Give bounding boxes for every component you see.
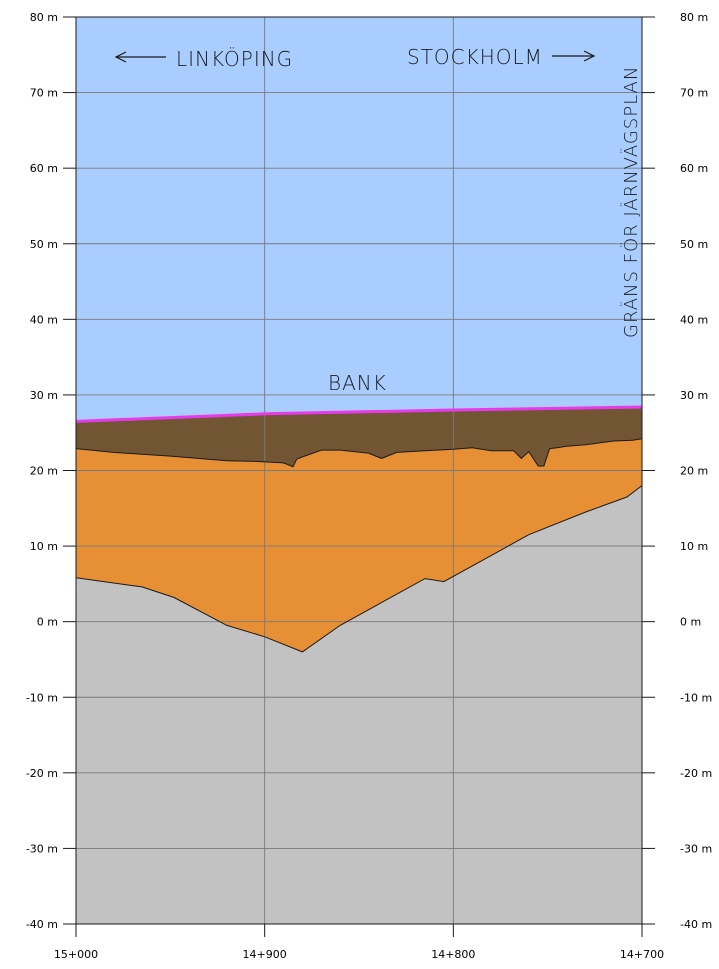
y-tick-label-right: 40 m [680, 313, 708, 326]
rock-layer [76, 485, 642, 924]
y-tick-label-right: 70 m [680, 87, 708, 100]
x-tick-label: 14+700 [620, 948, 664, 961]
boundary-label: GRÄNS FÖR JÄRNVÄGSPLAN [620, 66, 642, 338]
y-tick-label-left: 20 m [30, 465, 58, 478]
y-tick-label-right: 0 m [680, 616, 701, 629]
x-tick-label: 15+000 [54, 948, 98, 961]
arrow-right-icon [552, 50, 596, 62]
y-tick-label-right: 80 m [680, 11, 708, 24]
bank-line [75, 405, 643, 423]
x-tick-label: 14+900 [243, 948, 287, 961]
y-tick-label-right: 10 m [680, 540, 708, 553]
y-tick-label-right: 50 m [680, 238, 708, 251]
y-tick-label-left: 70 m [30, 87, 58, 100]
x-tick-label: 14+800 [431, 948, 475, 961]
y-tick-label-left: 50 m [30, 238, 58, 251]
direction-label-right: STOCKHOLM [407, 45, 543, 69]
y-tick-label-right: 60 m [680, 162, 708, 175]
y-tick-label-left: 30 m [30, 389, 58, 402]
y-tick-label-right: -10 m [680, 691, 712, 704]
y-tick-label-left: 60 m [30, 162, 58, 175]
y-tick-label-left: 0 m [37, 616, 58, 629]
y-tick-label-left: 10 m [30, 540, 58, 553]
y-tick-label-left: 80 m [30, 11, 58, 24]
y-tick-label-right: 30 m [680, 389, 708, 402]
y-tick-label-left: -40 m [26, 918, 58, 931]
bank-label: BANK [328, 371, 387, 395]
direction-label-left: LINKÖPING [176, 47, 293, 71]
y-tick-label-right: 20 m [680, 465, 708, 478]
y-tick-label-left: -20 m [26, 767, 58, 780]
ground-surface-line [75, 438, 643, 468]
rock-surface-line [75, 485, 643, 653]
y-tick-label-right: -40 m [680, 918, 712, 931]
axis-ticks: 80 m 80 m 70 m 70 m 60 m 60 m 50 m 50 m 40 m 40 m… [26, 11, 712, 961]
y-tick-label-left: -10 m [26, 691, 58, 704]
plot-frame [75, 16, 643, 925]
y-tick-label-right: -20 m [680, 767, 712, 780]
grid-lines [75, 16, 643, 925]
bank-layer [76, 407, 642, 467]
y-tick-label-left: -30 m [26, 842, 58, 855]
soil-layer [76, 438, 642, 652]
y-tick-label-right: -30 m [680, 842, 712, 855]
arrow-left-icon [114, 51, 166, 63]
y-tick-label-left: 40 m [30, 313, 58, 326]
